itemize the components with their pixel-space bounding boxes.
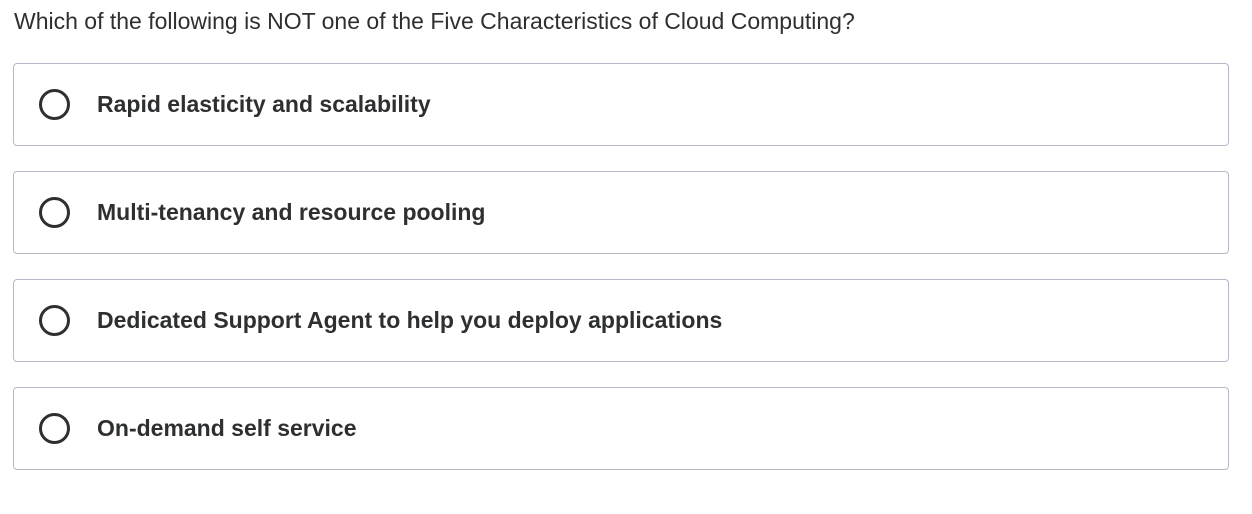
answer-options: Rapid elasticity and scalability Multi-t… <box>13 63 1229 495</box>
answer-option-3[interactable]: Dedicated Support Agent to help you depl… <box>13 279 1229 362</box>
radio-unchecked-icon[interactable] <box>39 197 70 228</box>
radio-unchecked-icon[interactable] <box>39 89 70 120</box>
answer-option-2[interactable]: Multi-tenancy and resource pooling <box>13 171 1229 254</box>
answer-option-4[interactable]: On-demand self service <box>13 387 1229 470</box>
answer-option-label: Dedicated Support Agent to help you depl… <box>97 307 723 333</box>
question-text: Which of the following is NOT one of the… <box>14 8 855 34</box>
answer-option-label: Multi-tenancy and resource pooling <box>97 199 486 225</box>
answer-option-label: Rapid elasticity and scalability <box>97 91 431 117</box>
radio-unchecked-icon[interactable] <box>39 413 70 444</box>
answer-option-1[interactable]: Rapid elasticity and scalability <box>13 63 1229 146</box>
answer-option-label: On-demand self service <box>97 415 357 441</box>
radio-unchecked-icon[interactable] <box>39 305 70 336</box>
